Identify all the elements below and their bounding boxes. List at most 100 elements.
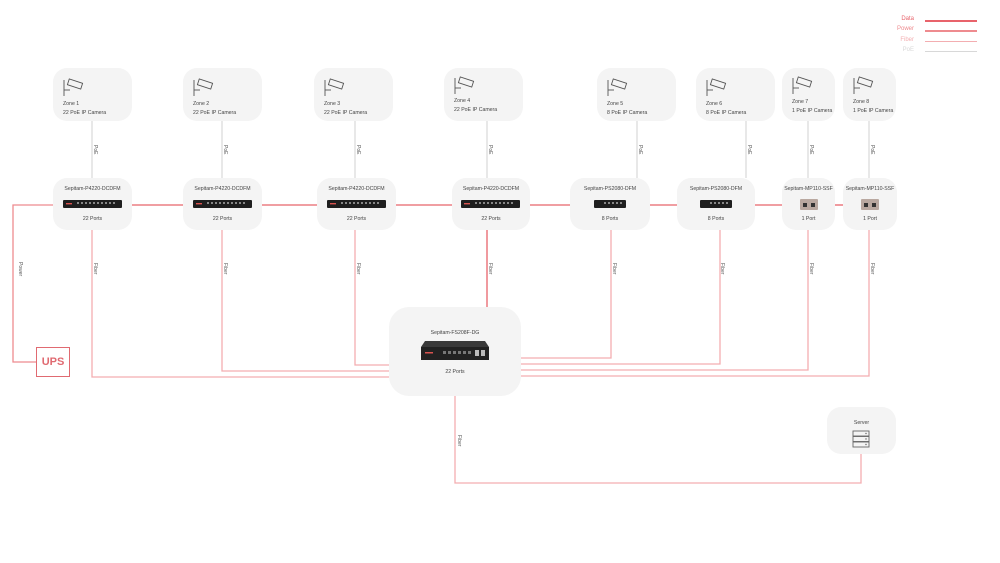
poe-link-label: PoE: [355, 145, 361, 155]
ups-box[interactable]: UPS: [36, 347, 70, 377]
poe-link-label: PoE: [222, 145, 228, 155]
zone-title: Zone 1: [63, 101, 80, 107]
switch-card-2[interactable]: Sepitam-P4220-DCDFM 22 Ports: [183, 178, 262, 230]
zone-camera-count: 22 PoE IP Camera: [324, 110, 368, 116]
zone-card-5[interactable]: Zone 5 8 PoE IP Camera: [597, 68, 676, 121]
switch-ports: 22 Ports: [212, 216, 233, 222]
switch-model: Sepitam-P4220-DCDFM: [328, 186, 385, 192]
legend-data: Data: [860, 16, 980, 26]
zone-card-7[interactable]: Zone 7 1 PoE IP Camera: [782, 68, 835, 121]
switch-device-icon: [327, 200, 386, 208]
legend-fiber: Fiber: [860, 37, 980, 47]
switch-card-5[interactable]: Sepitam-PS2080-DFM 8 Ports: [570, 178, 650, 230]
legend-label: Fiber: [900, 36, 914, 43]
fiber-link-label: Fiber: [92, 263, 98, 275]
switch-ports: 8 Ports: [707, 216, 725, 222]
zone-title: Zone 8: [853, 99, 870, 105]
switch-card-1[interactable]: Sepitam-P4220-DCDFM 22 Ports: [53, 178, 132, 230]
core-switch-model: Sepitam-FS208F-DG: [430, 330, 480, 336]
switch-ports: 8 Ports: [601, 216, 619, 222]
camera-icon: [853, 76, 874, 94]
zone-title: Zone 7: [792, 99, 809, 105]
power-link-label: Power: [17, 262, 23, 277]
legend-label: Power: [896, 26, 914, 33]
zone-card-4[interactable]: Zone 4 22 PoE IP Camera: [444, 68, 523, 121]
poe-links: [91, 121, 870, 178]
poe-link-label: PoE: [808, 145, 814, 155]
switch-ports: 22 Ports: [346, 216, 367, 222]
camera-icon: [792, 76, 813, 94]
core-switch-card[interactable]: Sepitam-FS208F-DG 22 Ports: [389, 307, 521, 396]
switch-device-icon: [461, 200, 520, 208]
switch-ports: 1 Port: [863, 216, 877, 222]
camera-icon: [454, 76, 475, 94]
legend-swatch: [925, 50, 977, 53]
data-links: [131, 204, 844, 307]
zone-card-2[interactable]: Zone 2 22 PoE IP Camera: [183, 68, 262, 121]
legend-swatch: [925, 20, 977, 22]
zone-title: Zone 4: [454, 98, 471, 104]
switch-device-icon: [700, 200, 732, 208]
camera-icon: [63, 78, 84, 96]
switch-ports: 22 Ports: [481, 216, 501, 222]
fiber-link-label: Fiber: [222, 263, 228, 275]
camera-icon: [607, 78, 628, 96]
legend-poe: PoE: [860, 47, 980, 57]
zone-title: Zone 5: [607, 101, 624, 107]
legend-swatch: [925, 40, 977, 43]
fiber-link-label: Fiber: [487, 263, 493, 275]
server-label: Server: [853, 420, 870, 426]
switch-card-3[interactable]: Sepitam-P4220-DCDFM 22 Ports: [317, 178, 396, 230]
power-link: [12, 204, 53, 363]
zone-camera-count: 22 PoE IP Camera: [63, 110, 107, 116]
switch-model: Sepitam-PS2080-DFM: [583, 186, 637, 192]
media-converter-icon: [861, 199, 879, 210]
zone-card-3[interactable]: Zone 3 22 PoE IP Camera: [314, 68, 393, 121]
switch-model: Sepitam-P4220-DCDFM: [64, 186, 121, 192]
zone-camera-count: 8 PoE IP Camera: [706, 110, 747, 116]
switch-card-8[interactable]: Sepitam-MP110-SSF 1 Port: [843, 178, 897, 230]
poe-link-label: PoE: [869, 145, 875, 155]
switch-model: Sepitam-PS2080-DFM: [689, 186, 743, 192]
switch-device-icon: [63, 200, 122, 208]
switch-card-7[interactable]: Sepitam-MP110-SSF 1 Port: [782, 178, 835, 230]
server-card[interactable]: Server: [827, 407, 896, 454]
fiber-link-label: Fiber: [456, 435, 462, 447]
legend: Data Power Fiber PoE: [860, 16, 980, 57]
switch-card-6[interactable]: Sepitam-PS2080-DFM 8 Ports: [677, 178, 755, 230]
zone-card-6[interactable]: Zone 6 8 PoE IP Camera: [696, 68, 775, 121]
zone-card-1[interactable]: Zone 1 22 PoE IP Camera: [53, 68, 132, 121]
server-icon: [852, 430, 870, 448]
zone-camera-count: 22 PoE IP Camera: [454, 107, 498, 113]
zone-camera-count: 8 PoE IP Camera: [607, 110, 648, 116]
zone-title: Zone 3: [324, 101, 341, 107]
poe-link-label: PoE: [92, 145, 98, 155]
zone-title: Zone 6: [706, 101, 723, 107]
fiber-link-label: Fiber: [869, 263, 875, 275]
media-converter-icon: [800, 199, 818, 210]
fiber-links: [91, 230, 870, 484]
legend-label: Data: [901, 16, 914, 22]
switch-ports: 22 Ports: [82, 216, 103, 222]
zone-camera-count: 1 PoE IP Camera: [792, 108, 833, 114]
camera-icon: [706, 78, 727, 96]
switch-device-icon: [594, 200, 626, 208]
fiber-link-label: Fiber: [719, 263, 725, 275]
core-switch-ports: 22 Ports: [445, 369, 465, 375]
switch-model: Sepitam-P4220-DCDFM: [462, 186, 520, 192]
switch-card-4[interactable]: Sepitam-P4220-DCDFM 22 Ports: [452, 178, 530, 230]
poe-link-label: PoE: [487, 145, 493, 155]
legend-label: PoE: [902, 46, 914, 53]
core-switch-device-icon: [421, 341, 489, 360]
legend-power: Power: [860, 26, 980, 36]
zone-camera-count: 1 PoE IP Camera: [853, 108, 894, 114]
switch-device-icon: [193, 200, 252, 208]
switch-model: Sepitam-MP110-SSF: [845, 186, 895, 192]
zone-card-8[interactable]: Zone 8 1 PoE IP Camera: [843, 68, 896, 121]
zone-camera-count: 22 PoE IP Camera: [193, 110, 237, 116]
fiber-link-label: Fiber: [355, 263, 361, 275]
poe-link-label: PoE: [746, 145, 752, 155]
poe-link-label: PoE: [637, 145, 643, 155]
switch-model: Sepitam-P4220-DCDFM: [194, 186, 251, 192]
